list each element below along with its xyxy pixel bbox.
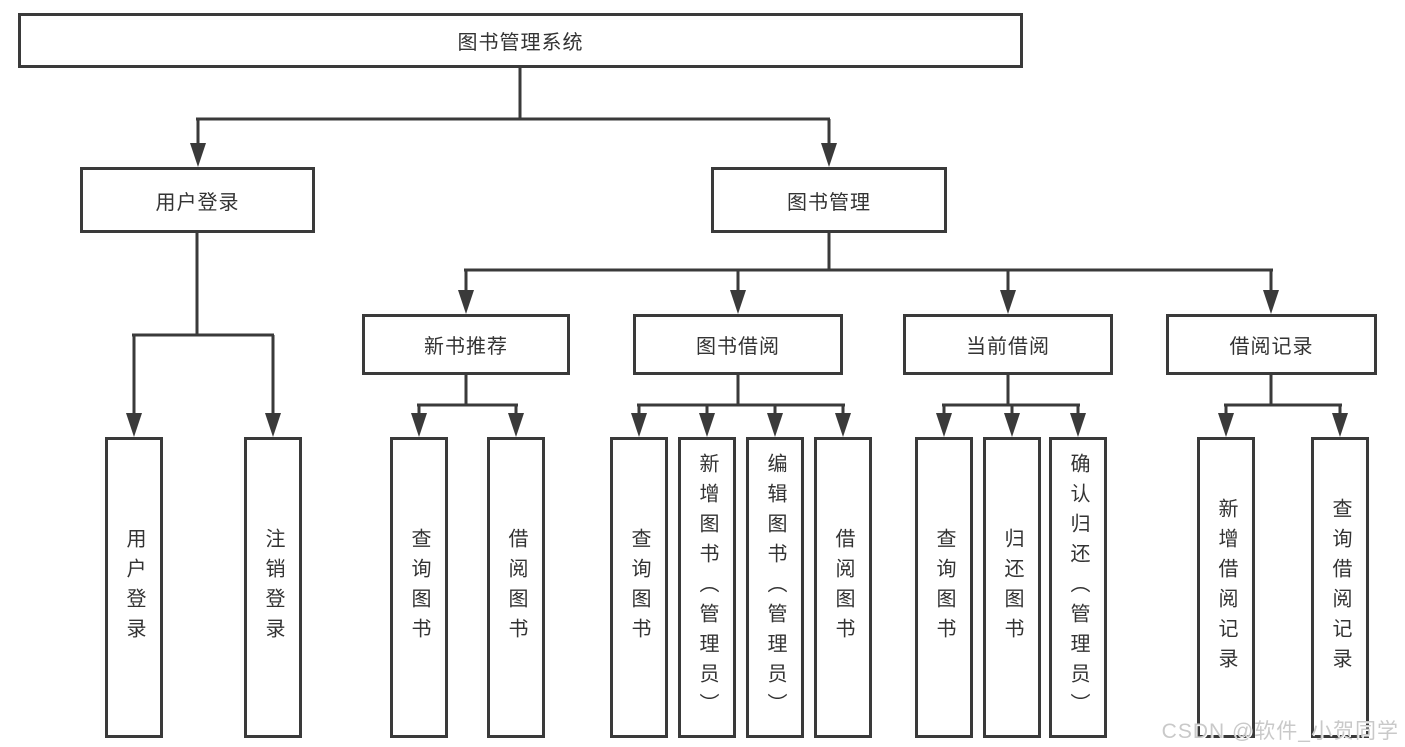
node-label: 编辑图书（管理员） xyxy=(764,452,786,723)
node-new-book-recommend: 新书推荐 xyxy=(362,314,570,375)
node-library-management-system: 图书管理系统 xyxy=(18,13,1023,68)
leaf-confirm-return-admin: 确认归还（管理员） xyxy=(1049,437,1107,738)
node-label: 新增图书（管理员） xyxy=(696,452,718,723)
leaf-add-books-admin: 新增图书（管理员） xyxy=(678,437,736,738)
node-label: 注销登录 xyxy=(262,527,284,648)
leaf-edit-books-admin: 编辑图书（管理员） xyxy=(746,437,804,738)
node-current-borrowing: 当前借阅 xyxy=(903,314,1113,375)
leaf-recommend-query-books: 查询图书 xyxy=(390,437,448,738)
node-label: 借阅图书 xyxy=(832,527,854,648)
node-user-login: 用户登录 xyxy=(80,167,315,233)
node-label: 归还图书 xyxy=(1001,527,1023,648)
leaf-borrowing-query-books: 查询图书 xyxy=(610,437,668,738)
node-label: 图书管理系统 xyxy=(457,32,584,54)
leaf-add-borrow-record: 新增借阅记录 xyxy=(1197,437,1255,738)
node-book-management: 图书管理 xyxy=(711,167,947,233)
node-label: 查询图书 xyxy=(628,527,650,648)
node-label: 查询图书 xyxy=(408,527,430,648)
node-label: 用户登录 xyxy=(155,191,240,214)
leaf-logout: 注销登录 xyxy=(244,437,302,738)
node-label: 借阅图书 xyxy=(505,527,527,648)
node-label: 新增借阅记录 xyxy=(1215,497,1237,678)
leaf-user-login: 用户登录 xyxy=(105,437,163,738)
node-label: 借阅记录 xyxy=(1229,336,1314,358)
node-label: 当前借阅 xyxy=(966,336,1050,358)
leaf-recommend-borrow-books: 借阅图书 xyxy=(487,437,545,738)
leaf-borrowing-borrow-books: 借阅图书 xyxy=(814,437,872,738)
leaf-current-query-books: 查询图书 xyxy=(915,437,973,738)
node-label: 用户登录 xyxy=(123,527,145,648)
node-label: 新书推荐 xyxy=(424,336,508,358)
node-label: 查询借阅记录 xyxy=(1329,497,1351,678)
csdn-watermark: CSDN @软件_小贺同学 xyxy=(1161,720,1399,743)
leaf-return-books: 归还图书 xyxy=(983,437,1041,738)
node-label: 图书管理 xyxy=(787,191,871,214)
node-label: 确认归还（管理员） xyxy=(1067,452,1089,723)
node-label: 查询图书 xyxy=(933,527,955,648)
node-book-borrowing: 图书借阅 xyxy=(633,314,843,375)
leaf-query-borrow-record: 查询借阅记录 xyxy=(1311,437,1369,738)
node-borrowing-records: 借阅记录 xyxy=(1166,314,1377,375)
node-label: 图书借阅 xyxy=(696,336,780,358)
